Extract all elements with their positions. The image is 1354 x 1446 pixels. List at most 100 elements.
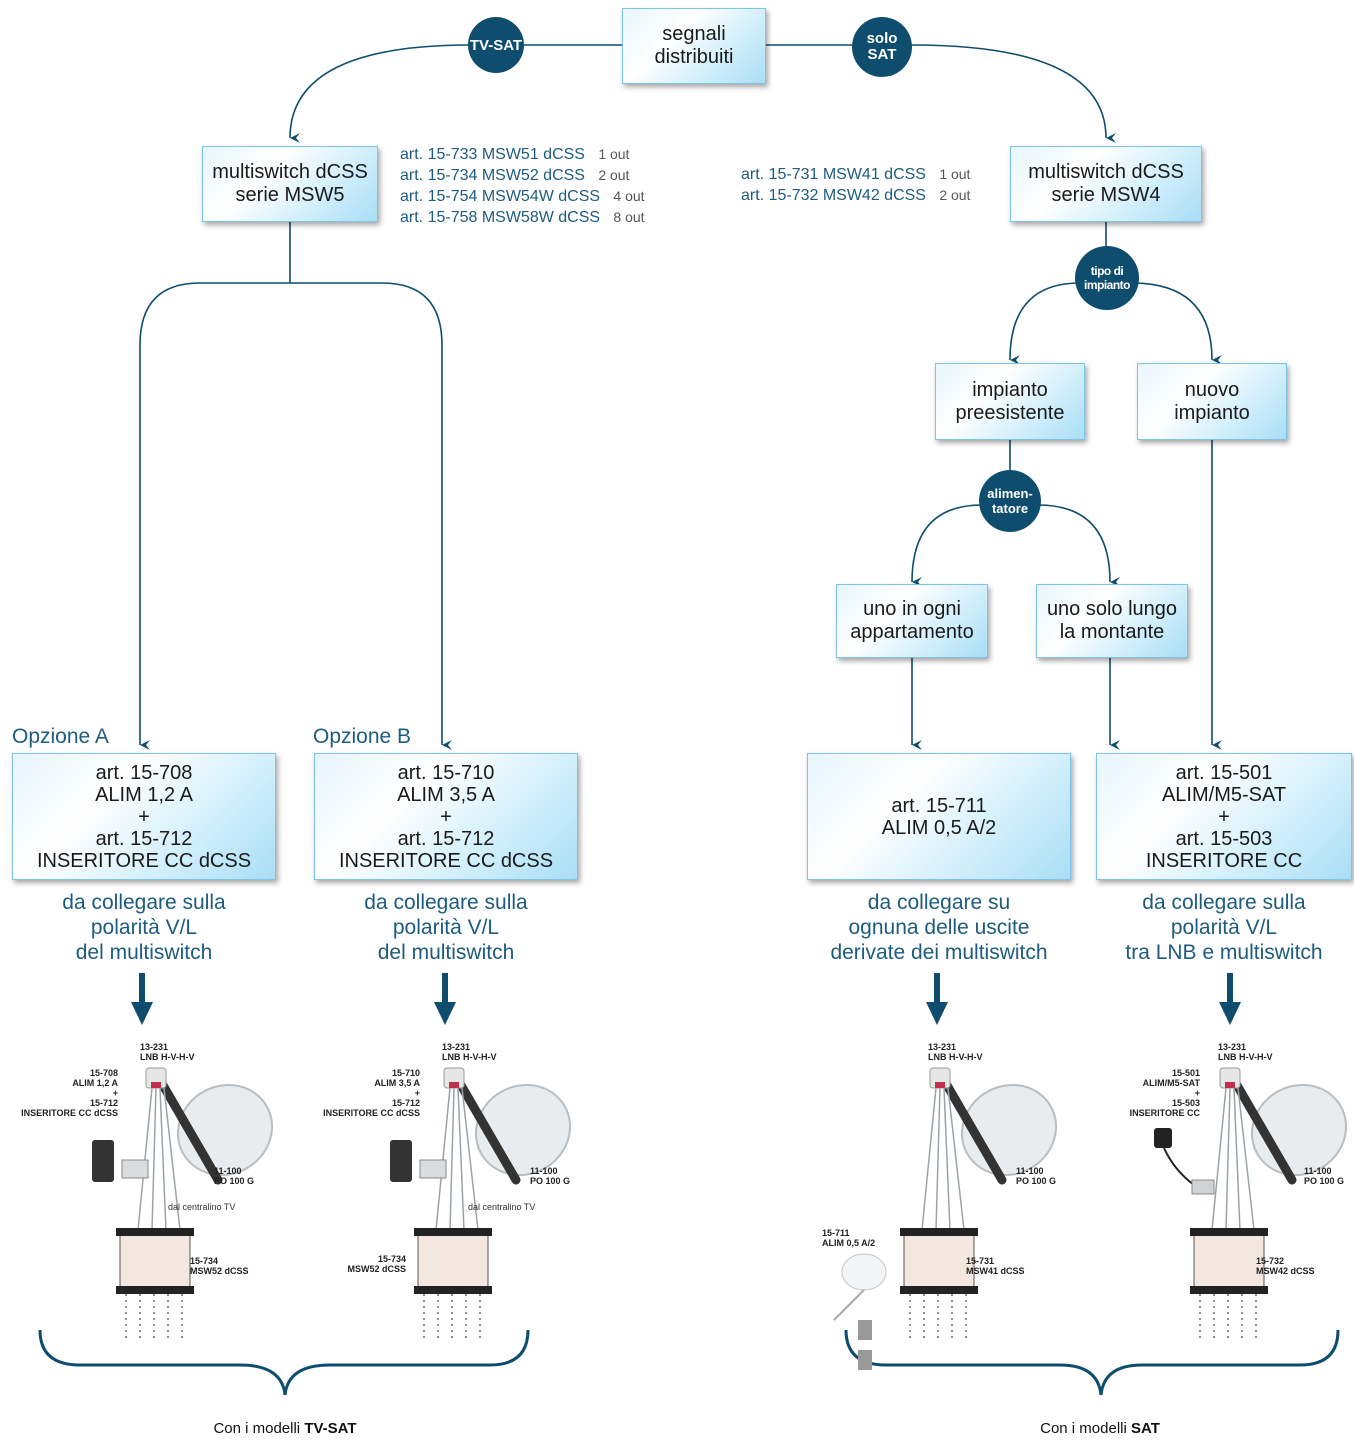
multiswitch-bottom-connectors	[116, 1286, 194, 1294]
impianto-preesistente-box: impianto preesistente	[935, 363, 1085, 440]
illustration-b	[390, 1067, 572, 1340]
connector-icon	[858, 1320, 872, 1340]
nuovo-line2: impianto	[1174, 401, 1250, 424]
impianto-label: impianto	[1084, 278, 1131, 292]
b-line3: +	[440, 805, 452, 828]
a-line5: INSERITORE CC dCSS	[36, 849, 252, 872]
illustration-c	[833, 1067, 1058, 1370]
a-msw-code: 15-734	[190, 1256, 219, 1266]
msw5-art-3: art. 15-754 MSW54W dCSS 4 out	[400, 188, 645, 205]
c-alim-code: 15-711	[822, 1228, 850, 1238]
down-arrow-b	[434, 973, 456, 1025]
footer-left-text: Con i modelli	[213, 1420, 305, 1437]
b-msw-code: 15-734	[377, 1254, 406, 1264]
multiswitch-icon	[1193, 1229, 1265, 1291]
b-centralino-label: dal centralino TV	[468, 1202, 536, 1212]
lnb-connector-icon	[449, 1082, 459, 1088]
msw5-line2: serie MSW5	[235, 184, 345, 206]
c-lnb-code: 13-231	[928, 1042, 957, 1052]
d-lnb-name: LNB H-V-H-V	[1218, 1052, 1273, 1062]
down-arrow-d	[1219, 973, 1241, 1025]
c-note-line2: ognuna delle uscite	[848, 916, 1030, 939]
footer-right-bold: SAT	[1130, 1420, 1160, 1437]
option-a-box: art. 15-708 ALIM 1,2 A + art. 15-712 INS…	[12, 753, 276, 880]
cable-line	[921, 1087, 937, 1231]
multiswitch-bottom-connectors	[414, 1286, 492, 1294]
option-d-box: art. 15-501 ALIM/M5-SAT + art. 15-503 IN…	[1096, 753, 1352, 880]
power-adapter-icon	[1154, 1128, 1172, 1148]
segnali-distribuiti-box: segnali distribuiti	[622, 8, 766, 84]
b-alim-code2: 15-712	[391, 1098, 420, 1108]
multiswitch-top-connectors	[116, 1228, 194, 1236]
alimen-label: alimen-	[987, 486, 1033, 501]
a-alim-code1: 15-708	[89, 1068, 118, 1078]
a-centralino-label: dal centralino TV	[168, 1202, 236, 1212]
c-msw-name: MSW41 dCSS	[966, 1266, 1025, 1276]
msw5-line1: multiswitch dCSS	[212, 161, 368, 183]
lnb-connector-icon	[935, 1082, 945, 1088]
cable-line	[1233, 1087, 1241, 1231]
d-note-line2: polarità V/L	[1170, 916, 1278, 939]
uno-solo-box: uno solo lungo la montante	[1036, 584, 1188, 658]
lnb-connector-icon	[151, 1082, 161, 1088]
msw5-art-4: art. 15-758 MSW58W dCSS 8 out	[400, 209, 645, 226]
b-line1: art. 15-710	[397, 761, 495, 784]
d-note-line3: tra LNB e multiswitch	[1125, 941, 1323, 964]
illustration-d	[1154, 1067, 1348, 1340]
cable-line	[163, 1087, 181, 1231]
multiswitch-top-connectors	[900, 1228, 978, 1236]
msw5-art-1: art. 15-733 MSW51 dCSS 1 out	[400, 146, 630, 163]
inserter-icon	[121, 1159, 149, 1179]
uno-solo-line2: la montante	[1059, 621, 1165, 643]
a-lnb-name: LNB H-V-H-V	[140, 1052, 195, 1062]
a-dish-name: PO 100 G	[214, 1176, 255, 1186]
cable-line	[159, 1087, 167, 1231]
c-dish-code: 11-100	[1016, 1166, 1044, 1176]
option-d-note: da collegare sulla polarità V/L tra LNB …	[1096, 890, 1352, 965]
a-line3: +	[138, 805, 150, 828]
down-arrow-c	[926, 973, 948, 1025]
c-note-line3: derivate dei multiswitch	[830, 941, 1048, 964]
nuovo-impianto-box: nuovo impianto	[1137, 363, 1287, 440]
b-msw-name: MSW52 dCSS	[347, 1264, 406, 1274]
cable-line	[947, 1087, 965, 1231]
cable-line	[1225, 1087, 1231, 1231]
c-dish-name: PO 100 G	[1016, 1176, 1057, 1186]
a-alim-code2: 15-712	[89, 1098, 118, 1108]
a-note-line1: da collegare sulla	[62, 891, 226, 914]
d-dish-name: PO 100 G	[1304, 1176, 1345, 1186]
tipo-impianto-badge: tipo di impianto	[1075, 246, 1139, 310]
option-c-note: da collegare su ognuna delle uscite deri…	[800, 890, 1078, 965]
down-arrow-a	[131, 973, 153, 1025]
option-b-note: da collegare sulla polarità V/L del mult…	[314, 890, 578, 965]
b-note-line1: da collegare sulla	[364, 891, 528, 914]
d-dish-code: 11-100	[1304, 1166, 1332, 1176]
c-msw-code: 15-731	[966, 1256, 995, 1266]
alimentatore-badge: alimen- tatore	[979, 470, 1041, 532]
d-alim-code2: 15-503	[1171, 1098, 1200, 1108]
d-note-line1: da collegare sulla	[1142, 891, 1306, 914]
a-line1: art. 15-708	[95, 761, 193, 784]
cable-line	[151, 1087, 157, 1231]
plug-cable-line	[833, 1289, 865, 1321]
d-line1: art. 15-501	[1175, 761, 1273, 784]
msw4-art-list: art. 15-731 MSW41 dCSS 1 out art. 15-732…	[741, 164, 970, 206]
cable-line	[457, 1087, 465, 1231]
option-a-note: da collegare sulla polarità V/L del mult…	[12, 890, 276, 965]
multiswitch-bottom-connectors	[900, 1286, 978, 1294]
b-lnb-code: 13-231	[442, 1042, 471, 1052]
uno-ogni-line1: uno in ogni	[863, 598, 961, 620]
d-msw-name: MSW42 dCSS	[1256, 1266, 1315, 1276]
cable-line	[461, 1087, 479, 1231]
c-alim-name: ALIM 0,5 A/2	[822, 1238, 876, 1248]
b-alim-name1: ALIM 3,5 A	[374, 1078, 420, 1088]
connector-icon	[858, 1350, 872, 1370]
c-line1: art. 15-711	[891, 794, 987, 817]
